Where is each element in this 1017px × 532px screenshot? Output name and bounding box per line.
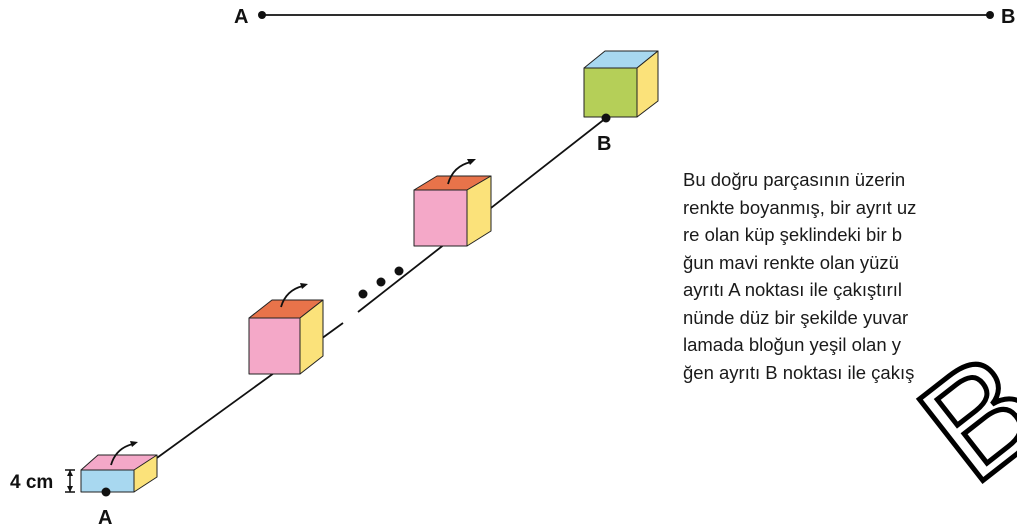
roll-arrow-1-head [130,441,138,447]
paragraph-line: lamada bloğun yeşil olan y [683,334,902,355]
roll-arrow-2-head [300,283,308,289]
cube-second-front-face [248,317,301,375]
cube-start [80,454,158,493]
cube-second [248,299,324,375]
cube-end [583,50,659,118]
paragraph-line: Bu doğru parçasının üzerin [683,169,906,190]
point-a [101,487,111,497]
cube-third-front-face [413,189,468,247]
paragraph-line: ayrıtı A noktası ile çakıştırıl [683,279,903,300]
dimension-label: 4 cm [10,472,53,493]
paragraph-line: ğen ayrıtı B noktası ile çakış [683,361,915,383]
problem-paragraph: Bu doğru parçasının üzerin renkte boyanm… [683,166,1017,386]
top-point-a [258,11,266,19]
point-a-label: A [98,507,112,529]
paragraph-line: nünde düz bir şekilde yuvar [683,306,909,328]
dimension-marker [65,469,75,493]
top-point-b [986,11,994,19]
ellipsis-dots [358,266,404,299]
paragraph-line: renkte boyanmış, bir ayrıt uz [683,196,917,218]
roll-arrow-3 [447,161,472,185]
roll-arrow-2 [280,285,304,308]
roll-arrow-3-head [467,159,476,165]
cube-end-front-face [583,67,638,118]
roll-arrow-1 [110,443,134,466]
point-b-label: B [597,133,611,155]
paragraph-line: ğun mavi renkte olan yüzü [683,251,899,273]
top-label-b: B [1001,6,1015,28]
cube-third [413,175,492,247]
top-segment: A B [234,6,1015,28]
point-b [601,113,611,123]
top-label-a: A [234,6,248,28]
paragraph-line: re olan küp şeklindeki bir b [683,224,903,245]
